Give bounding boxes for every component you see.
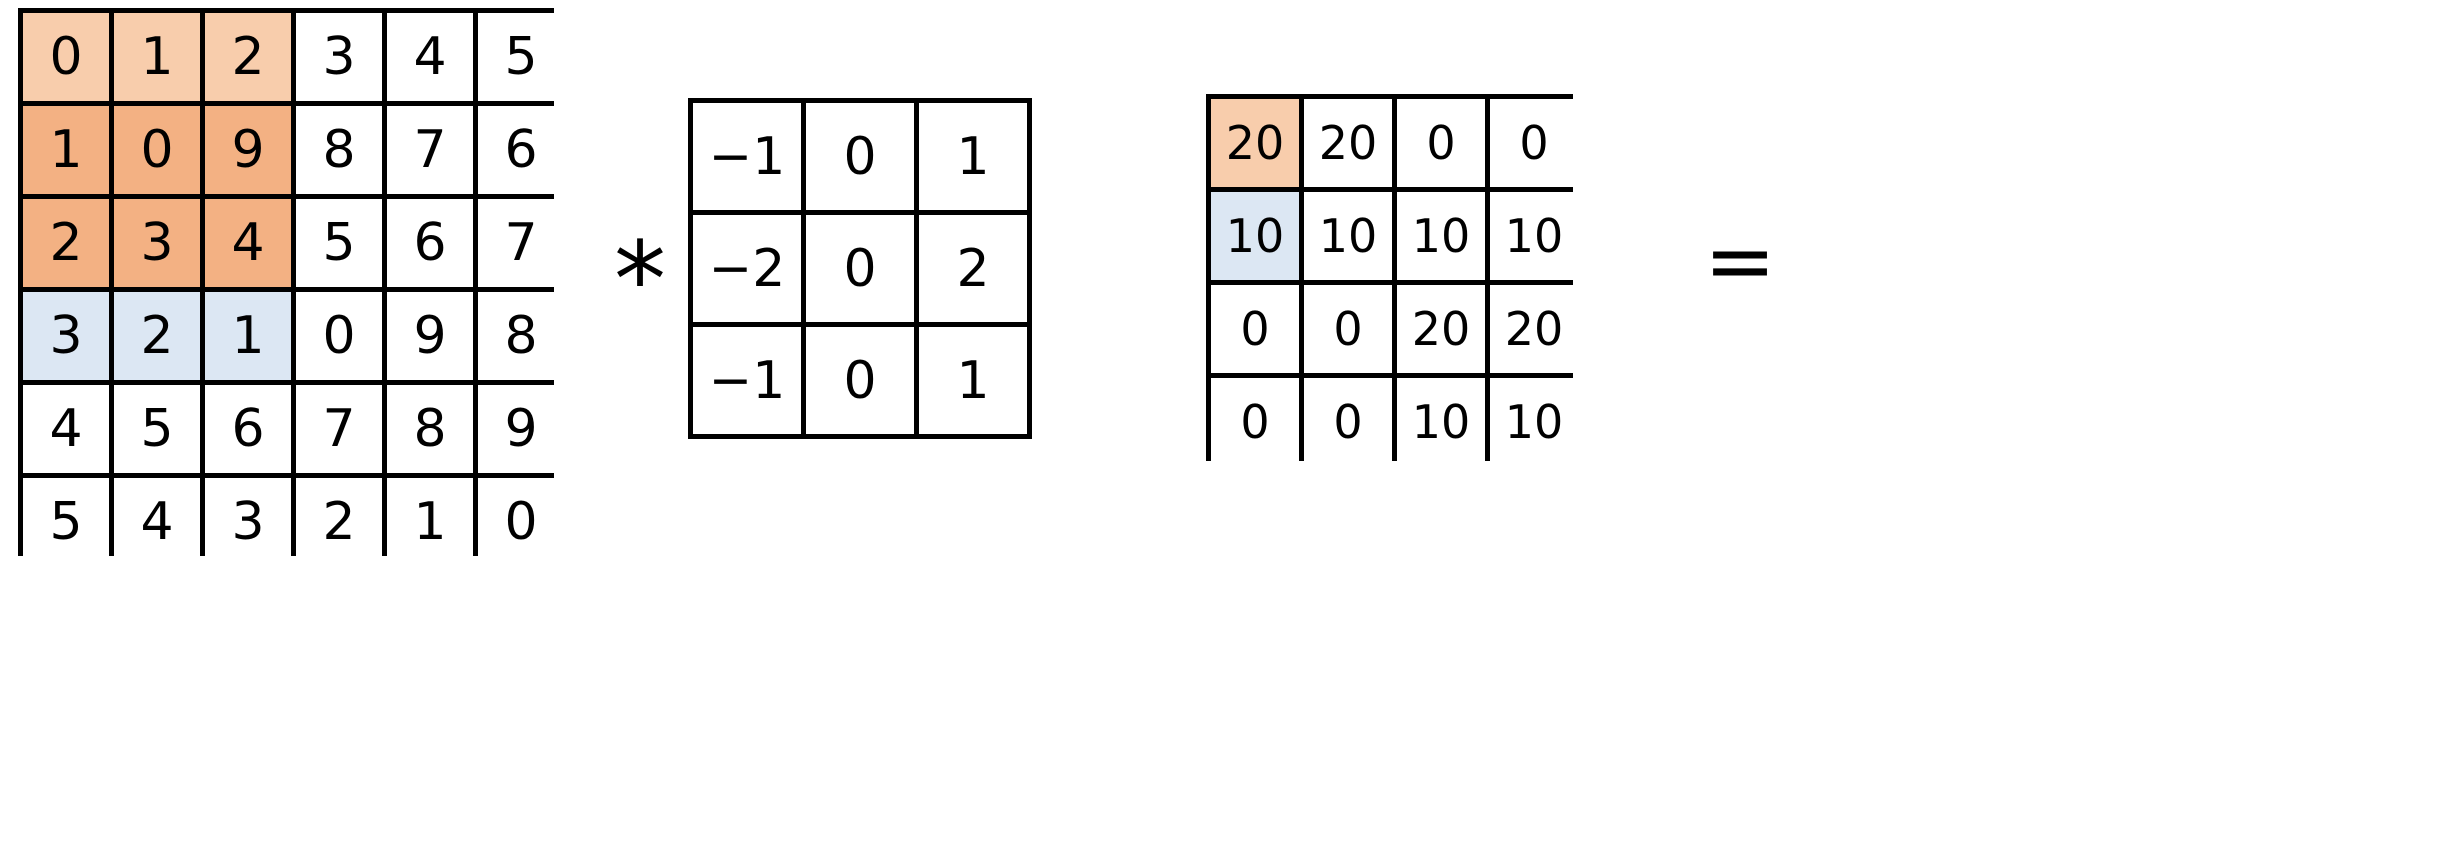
input-cell: 7 — [387, 106, 473, 194]
input-cell: 2 — [296, 478, 382, 566]
kernel-cell: 0 — [806, 215, 914, 322]
input-cell: 4 — [114, 478, 200, 566]
input-cell: 0 — [296, 292, 382, 380]
output-cell: 10 — [1397, 378, 1485, 466]
input-cell: 5 — [478, 13, 564, 101]
kernel-cell: 0 — [806, 103, 914, 210]
kernel-cell: 2 — [919, 215, 1027, 322]
output-cell: 10 — [1304, 192, 1392, 280]
input-cell: 0 — [478, 478, 564, 566]
kernel-cell: −1 — [693, 327, 801, 434]
output-cell: 10 — [1490, 378, 1578, 466]
input-cell: 2 — [23, 199, 109, 287]
output-cell: 10 — [1490, 192, 1578, 280]
equals-operator: = — [1703, 211, 1777, 311]
input-cell: 0 — [114, 106, 200, 194]
input-cell: 3 — [205, 478, 291, 566]
input-cell: 1 — [205, 292, 291, 380]
input-cell: 7 — [296, 385, 382, 473]
input-cell: 7 — [478, 199, 564, 287]
input-cell: 5 — [23, 478, 109, 566]
input-cell: 8 — [478, 292, 564, 380]
output-cell: 0 — [1304, 378, 1392, 466]
output-cell: 0 — [1304, 285, 1392, 373]
input-cell: 9 — [478, 385, 564, 473]
input-cell: 1 — [387, 478, 473, 566]
kernel-cell: 0 — [806, 327, 914, 434]
input-cell: 0 — [23, 13, 109, 101]
kernel-cell: −1 — [693, 103, 801, 210]
input-cell: 4 — [205, 199, 291, 287]
input-cell: 4 — [23, 385, 109, 473]
input-cell: 8 — [296, 106, 382, 194]
input-cell: 8 — [387, 385, 473, 473]
input-cell: 9 — [387, 292, 473, 380]
input-cell: 4 — [387, 13, 473, 101]
input-cell: 1 — [23, 106, 109, 194]
output-cell: 0 — [1211, 285, 1299, 373]
input-cell: 3 — [23, 292, 109, 380]
output-cell: 0 — [1397, 99, 1485, 187]
output-cell: 0 — [1490, 99, 1578, 187]
input-cell: 6 — [205, 385, 291, 473]
output-cell: 0 — [1211, 378, 1299, 466]
kernel-cell: −2 — [693, 215, 801, 322]
input-cell: 1 — [114, 13, 200, 101]
kernel-cell: 1 — [919, 327, 1027, 434]
input-cell: 2 — [114, 292, 200, 380]
output-cell: 20 — [1397, 285, 1485, 373]
output-cell: 10 — [1397, 192, 1485, 280]
input-cell: 3 — [296, 13, 382, 101]
input-cell: 3 — [114, 199, 200, 287]
kernel-cell: 1 — [919, 103, 1027, 210]
output-cell: 20 — [1304, 99, 1392, 187]
input-cell: 9 — [205, 106, 291, 194]
input-cell: 2 — [205, 13, 291, 101]
input-cell: 5 — [296, 199, 382, 287]
input-cell: 5 — [114, 385, 200, 473]
input-cell: 6 — [478, 106, 564, 194]
convolution-operator: * — [614, 219, 666, 341]
output-cell: 10 — [1211, 192, 1299, 280]
input-cell: 6 — [387, 199, 473, 287]
output-cell: 20 — [1211, 99, 1299, 187]
output-cell: 20 — [1490, 285, 1578, 373]
